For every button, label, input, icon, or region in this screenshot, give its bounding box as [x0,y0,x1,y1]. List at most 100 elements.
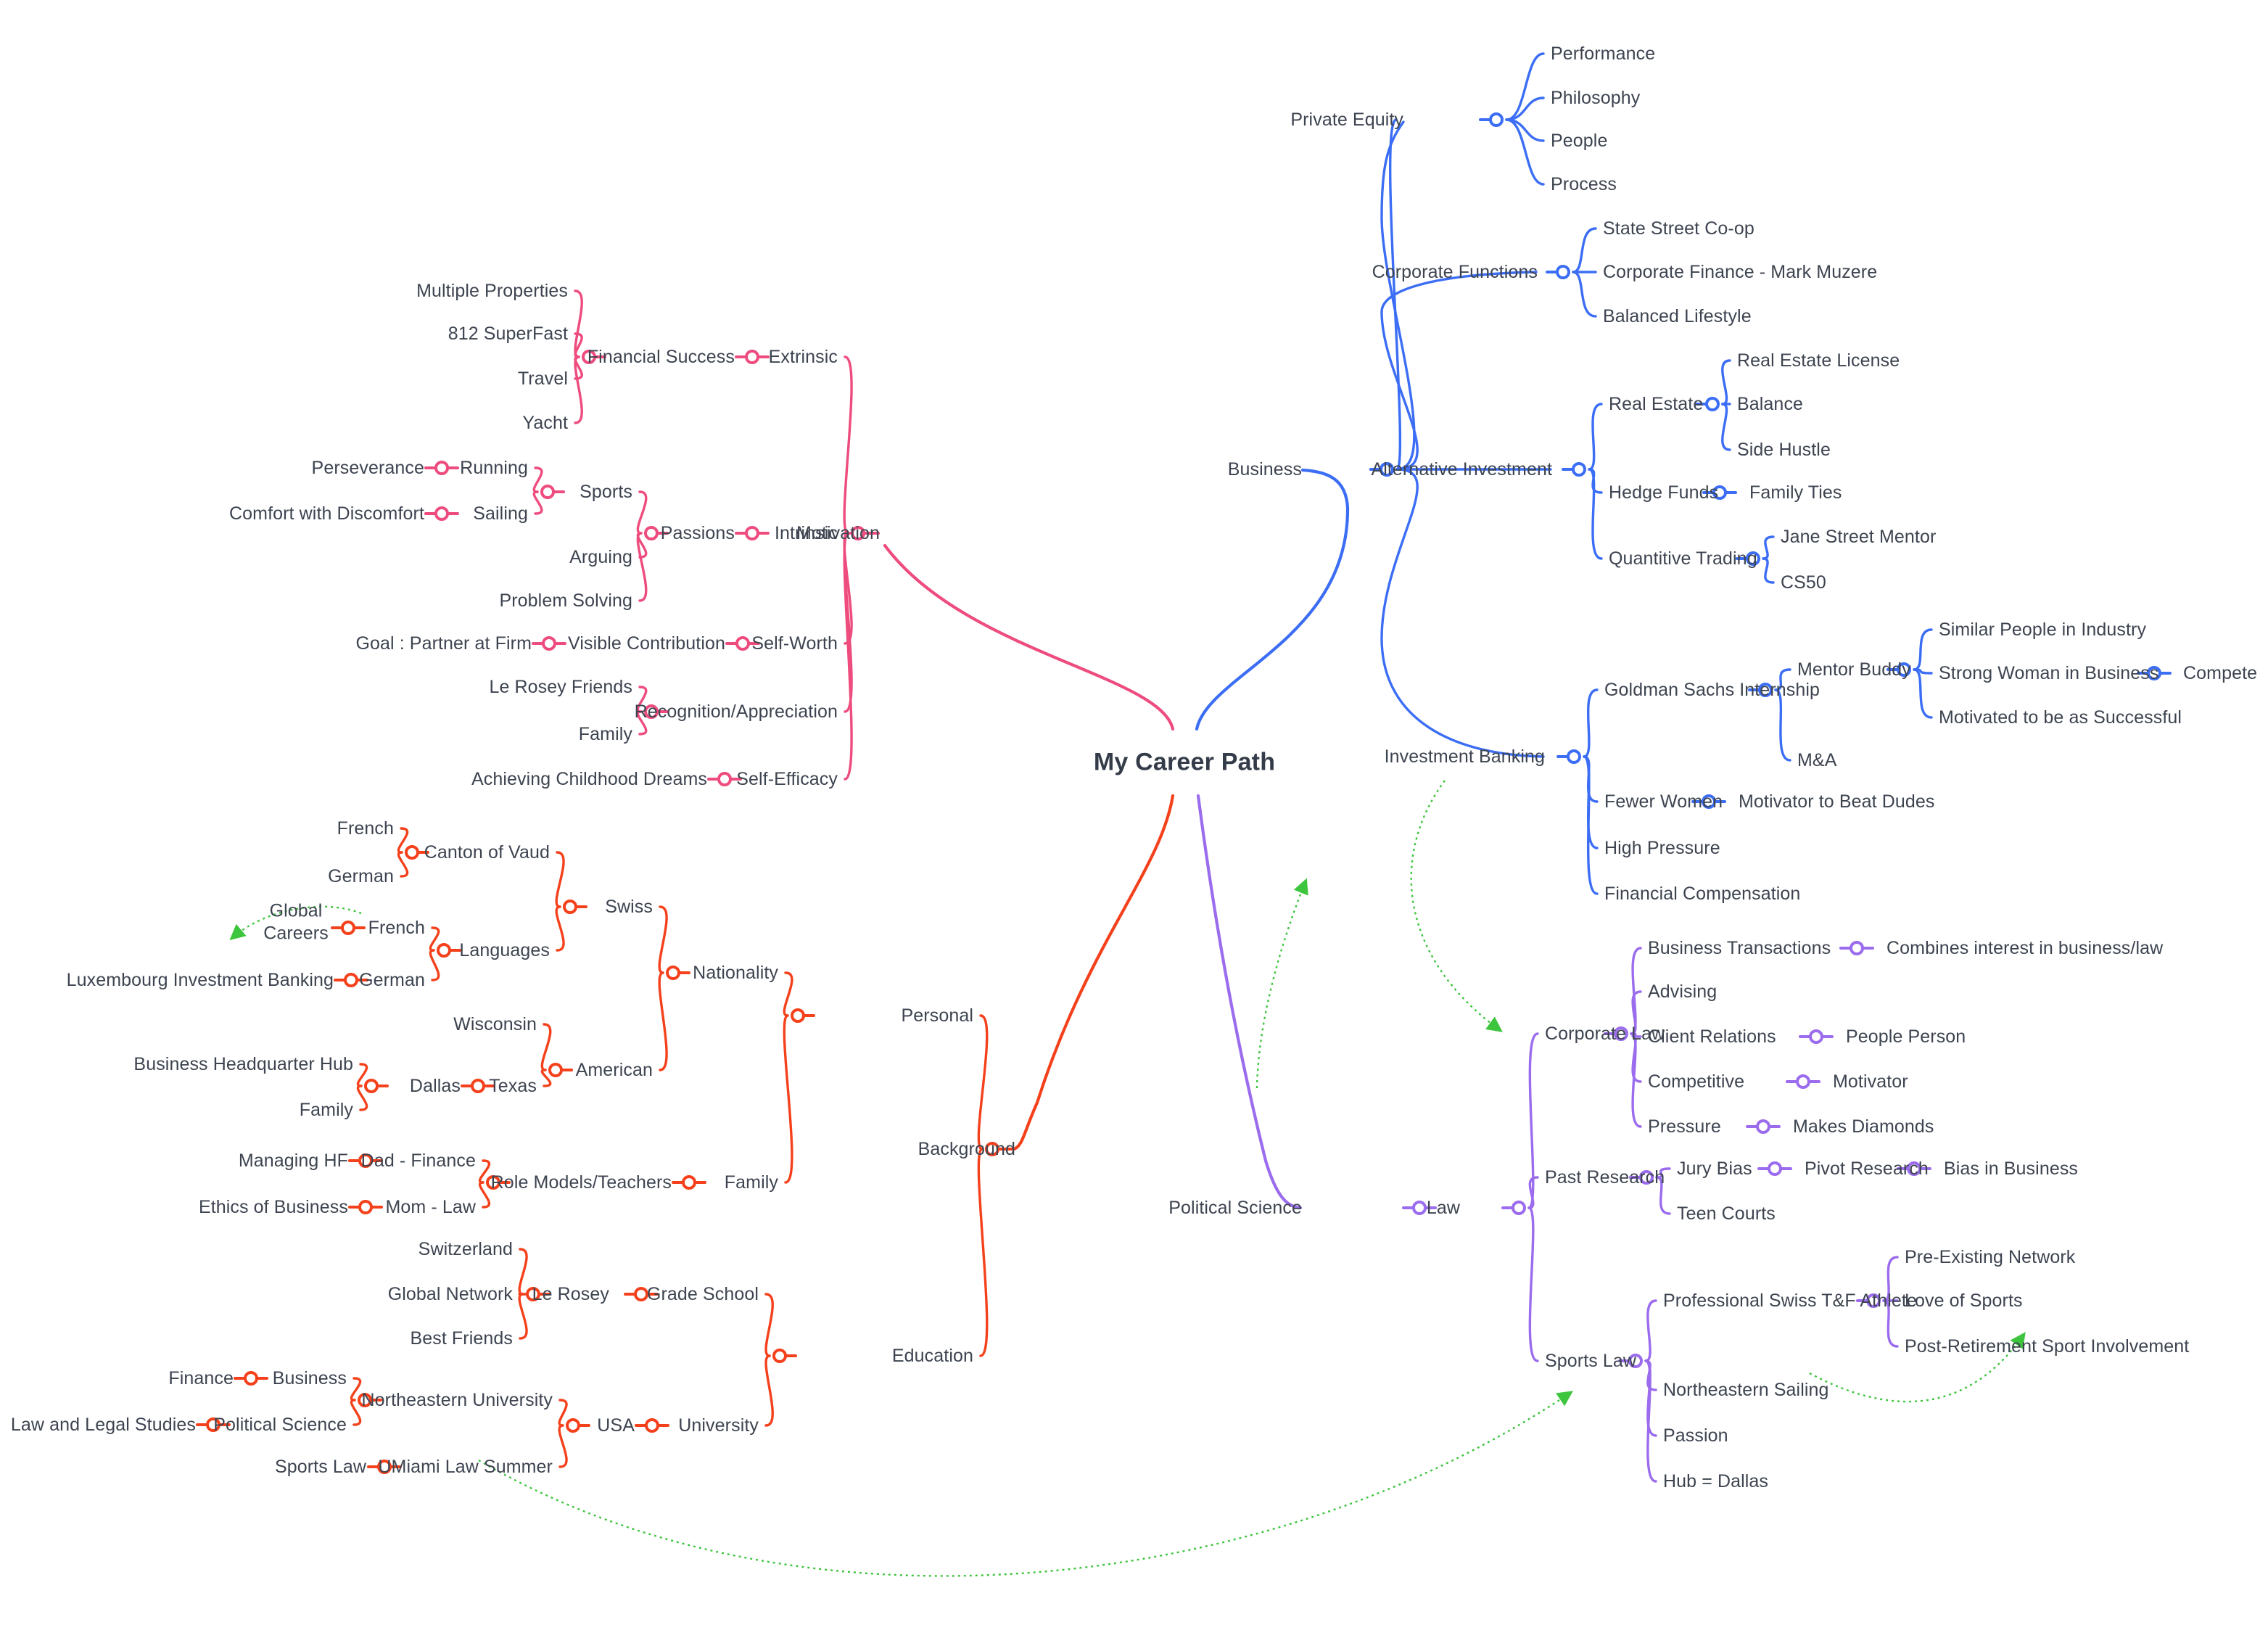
node-nat-0[interactable]: Swiss [605,896,653,917]
node-visible-contribution[interactable]: Visible Contribution [568,633,725,654]
node-ai-0[interactable]: Real Estate [1609,393,1704,414]
node-ethics-of-business[interactable]: Ethics of Business [198,1196,348,1217]
node-gs-0[interactable]: Mentor Buddy [1797,659,1911,680]
node-sl-3[interactable]: Hub = Dallas [1663,1470,1769,1491]
node-role-models[interactable]: Role Models/Teachers [490,1172,672,1193]
node-neu-1[interactable]: Political Science [213,1414,347,1435]
node-business[interactable]: Business [1227,458,1302,480]
node-dallas-0[interactable]: Business Headquarter Hub [133,1053,353,1074]
node-private-equity[interactable]: Private Equity [1290,109,1403,130]
node-swiss-tf-2[interactable]: Post-Retirement Sport Involvement [1905,1335,2190,1357]
node-pe-1[interactable]: Philosophy [1551,87,1641,108]
node-pr-1[interactable]: Teen Courts [1677,1203,1776,1224]
node-lr-0[interactable]: Switzerland [418,1238,513,1259]
node-makes-diamonds[interactable]: Makes Diamonds [1793,1116,1934,1137]
node-nat-1[interactable]: American [575,1059,653,1080]
node-qt-1[interactable]: CS50 [1781,572,1826,593]
node-achieving-childhood-dreams[interactable]: Achieving Childhood Dreams [471,768,707,789]
node-cf-2[interactable]: Balanced Lifestyle [1603,305,1752,326]
node-swiss-0[interactable]: Canton of Vaud [424,841,550,863]
node-pass-2[interactable]: Problem Solving [499,590,632,611]
node-pass-1[interactable]: Arguing [569,546,632,567]
node-pivot-research[interactable]: Pivot Research [1805,1158,1929,1179]
node-pe-3[interactable]: Process [1551,173,1617,194]
node-neu-0[interactable]: Business [272,1367,347,1388]
node-personal-0[interactable]: Nationality [693,962,778,983]
node-motivation[interactable]: Motivation [796,522,880,543]
node-cf-1[interactable]: Corporate Finance - Mark Muzere [1603,261,1878,282]
node-fs-2[interactable]: Travel [517,368,568,389]
node-family-ties[interactable]: Family Ties [1749,482,1842,503]
node-law-1[interactable]: Past Research [1545,1166,1665,1188]
node-cl-1[interactable]: Advising [1648,981,1718,1002]
node-edu-0[interactable]: Grade School [646,1283,759,1304]
node-re-1[interactable]: Balance [1737,393,1804,414]
node-personal-1[interactable]: Family [724,1172,778,1193]
node-qt-0[interactable]: Jane Street Mentor [1781,526,1937,547]
node-ib-0[interactable]: Goldman Sachs Internship [1604,679,1820,700]
node-pr-0[interactable]: Jury Bias [1677,1158,1752,1179]
node-usa-1[interactable]: UMiami Law Summer [378,1456,553,1477]
node-rm-0[interactable]: Dad - Finance [360,1150,476,1171]
node-sl-0[interactable]: Professional Swiss T&F Athlete [1663,1290,1917,1311]
node-mb-2[interactable]: Motivated to be as Successful [1939,707,2182,728]
node-cl-0[interactable]: Business Transactions [1648,937,1831,958]
node-mot-2[interactable]: Self-Worth [751,633,838,654]
node-vaud-1[interactable]: German [328,865,394,886]
node-perseverance[interactable]: Perseverance [311,457,424,478]
node-ai-1[interactable]: Hedge Funds [1609,482,1719,503]
node-mot-3[interactable]: Recognition/Appreciation [634,701,838,722]
node-cl-3[interactable]: Competitive [1648,1071,1745,1092]
node-amer-1[interactable]: Texas [489,1075,537,1096]
node-lang-0[interactable]: French [368,917,425,938]
node-mb-0[interactable]: Similar People in Industry [1939,619,2147,640]
node-luxembourg-ib[interactable]: Luxembourg Investment Banking [66,969,334,990]
node-sport-1[interactable]: Sailing [473,503,528,524]
node-ai-2[interactable]: Quantitive Trading [1609,548,1757,569]
node-law-legal-studies[interactable]: Law and Legal Studies [10,1414,196,1435]
node-mot-1[interactable]: Intrinsic [774,522,838,543]
node-rec-0[interactable]: Le Rosey Friends [489,676,632,697]
node-global-careers[interactable]: Global Careers [263,900,329,944]
node-cl-2[interactable]: Client Relations [1648,1026,1776,1047]
node-finance[interactable]: Finance [168,1367,234,1388]
node-sports-law-edu[interactable]: Sports Law [274,1456,366,1477]
node-swiss-1[interactable]: Languages [459,939,550,960]
node-compete[interactable]: Compete [2183,662,2258,683]
node-alternative-investment[interactable]: Alternative Investment [1371,458,1552,480]
node-mb-1[interactable]: Strong Woman in Business [1939,662,2159,683]
node-ib-1[interactable]: Fewer Women [1604,791,1723,812]
node-law[interactable]: Law [1426,1197,1460,1218]
node-swiss-tf-1[interactable]: Love of Sports [1905,1290,2023,1311]
node-financial-success[interactable]: Financial Success [587,346,735,367]
node-dallas-1[interactable]: Family [299,1099,353,1120]
node-amer-0[interactable]: Wisconsin [453,1013,537,1034]
node-motivator[interactable]: Motivator [1833,1071,1908,1092]
node-le-rosey[interactable]: Le Rosey [532,1283,609,1304]
node-vaud-0[interactable]: French [337,818,394,839]
node-usa[interactable]: USA [597,1415,635,1436]
node-sl-1[interactable]: Northeastern Sailing [1663,1379,1829,1400]
node-law-0[interactable]: Corporate Law [1545,1023,1665,1044]
node-mot-0[interactable]: Extrinsic [768,346,838,367]
node-gs-1[interactable]: M&A [1797,749,1837,770]
node-fs-3[interactable]: Yacht [522,412,568,433]
node-law-2[interactable]: Sports Law [1545,1350,1637,1371]
node-goal-partner[interactable]: Goal : Partner at Firm [355,633,532,654]
node-sl-2[interactable]: Passion [1663,1425,1728,1446]
node-usa-0[interactable]: Northeastern University [361,1389,553,1410]
node-bias-in-business[interactable]: Bias in Business [1944,1158,2079,1179]
node-re-0[interactable]: Real Estate License [1737,350,1900,371]
node-lr-1[interactable]: Global Network [387,1283,513,1304]
node-sport-0[interactable]: Running [460,457,528,478]
node-corporate-functions[interactable]: Corporate Functions [1372,261,1538,282]
node-background[interactable]: Background [917,1138,1015,1159]
node-edu-1[interactable]: University [678,1415,759,1436]
node-pe-2[interactable]: People [1551,130,1608,151]
node-bg-0[interactable]: Personal [901,1005,973,1026]
node-cf-0[interactable]: State Street Co-op [1603,218,1754,239]
node-re-2[interactable]: Side Hustle [1737,439,1831,460]
node-political-science[interactable]: Political Science [1168,1197,1302,1218]
node-people-person[interactable]: People Person [1846,1026,1966,1047]
node-mot-4[interactable]: Self-Efficacy [736,768,838,789]
